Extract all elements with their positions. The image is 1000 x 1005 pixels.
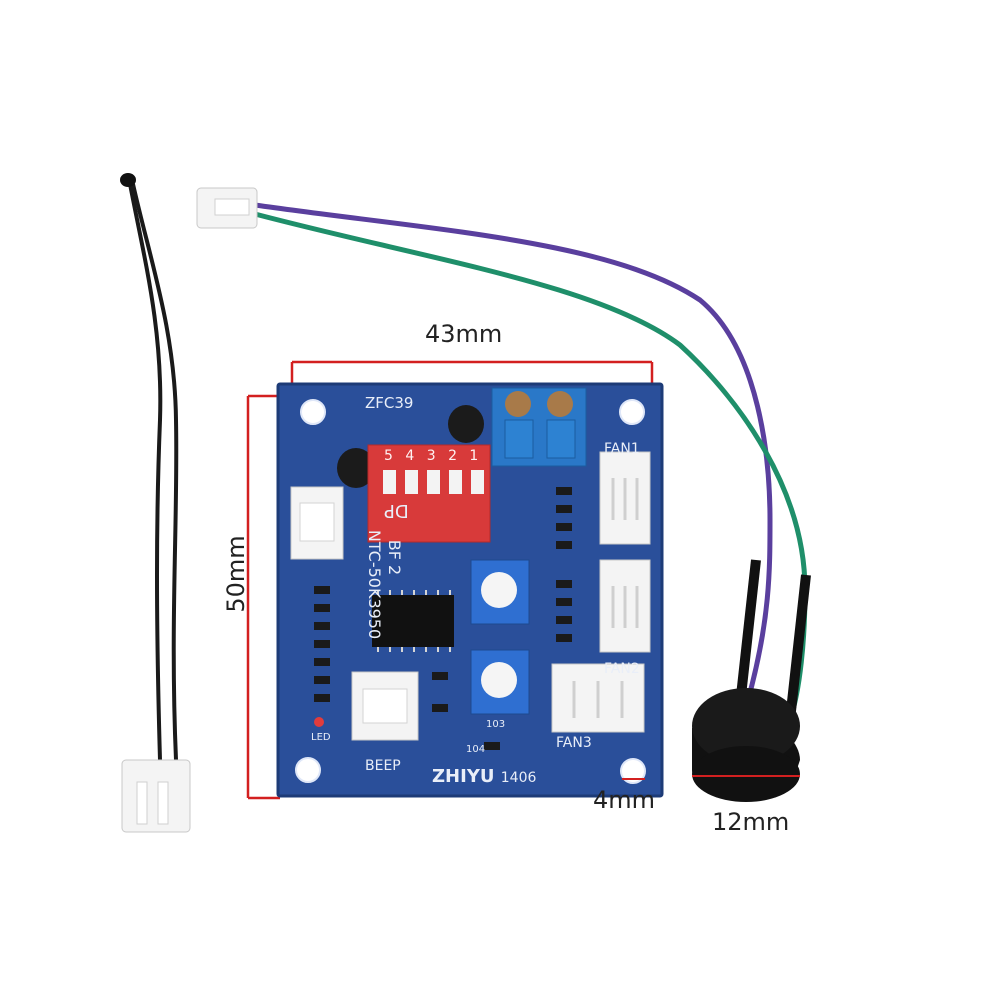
buzzer-dimension-label: 12mm — [712, 808, 790, 836]
sensor-connector — [121, 759, 191, 833]
ntc-thermistor-probe — [120, 173, 191, 833]
brand-name: ZHIYU — [432, 766, 495, 787]
bf2-label: BF 2 — [385, 539, 405, 576]
fan3-label: FAN3 — [556, 735, 592, 751]
capacitor-top — [448, 405, 484, 443]
led-label: LED — [311, 732, 331, 743]
wire-connector — [196, 187, 258, 229]
dip-numbers-label: 5 4 3 2 1 — [384, 448, 483, 464]
led — [314, 717, 324, 727]
ntc-label: NTC-50K3950 — [365, 529, 385, 640]
capacitor-left — [337, 448, 375, 488]
height-dimension-bracket — [246, 394, 280, 800]
brand-code: 1406 — [500, 770, 537, 786]
brand-label: ZHIYU 1406 — [432, 766, 536, 787]
fan3-connector — [551, 663, 645, 733]
fan1-label: FAN1 — [604, 441, 640, 457]
buzzer — [692, 688, 800, 802]
pcb-code-103: 103 — [486, 719, 506, 730]
control-ic — [372, 595, 454, 647]
buzzer-wires — [254, 202, 811, 721]
beep-label: BEEP — [365, 758, 401, 774]
pcb-code-104: 104 — [466, 744, 486, 755]
width-dimension-label: 43mm — [425, 320, 503, 348]
dip-label: DP — [384, 500, 409, 521]
fan2-label: FAN2 — [604, 661, 640, 677]
pcb-board — [276, 382, 664, 798]
pcb-model-label: ZFC39 — [365, 394, 414, 412]
hole-dimension-label: 4mm — [593, 786, 656, 814]
height-dimension-label: 50mm — [222, 535, 250, 613]
